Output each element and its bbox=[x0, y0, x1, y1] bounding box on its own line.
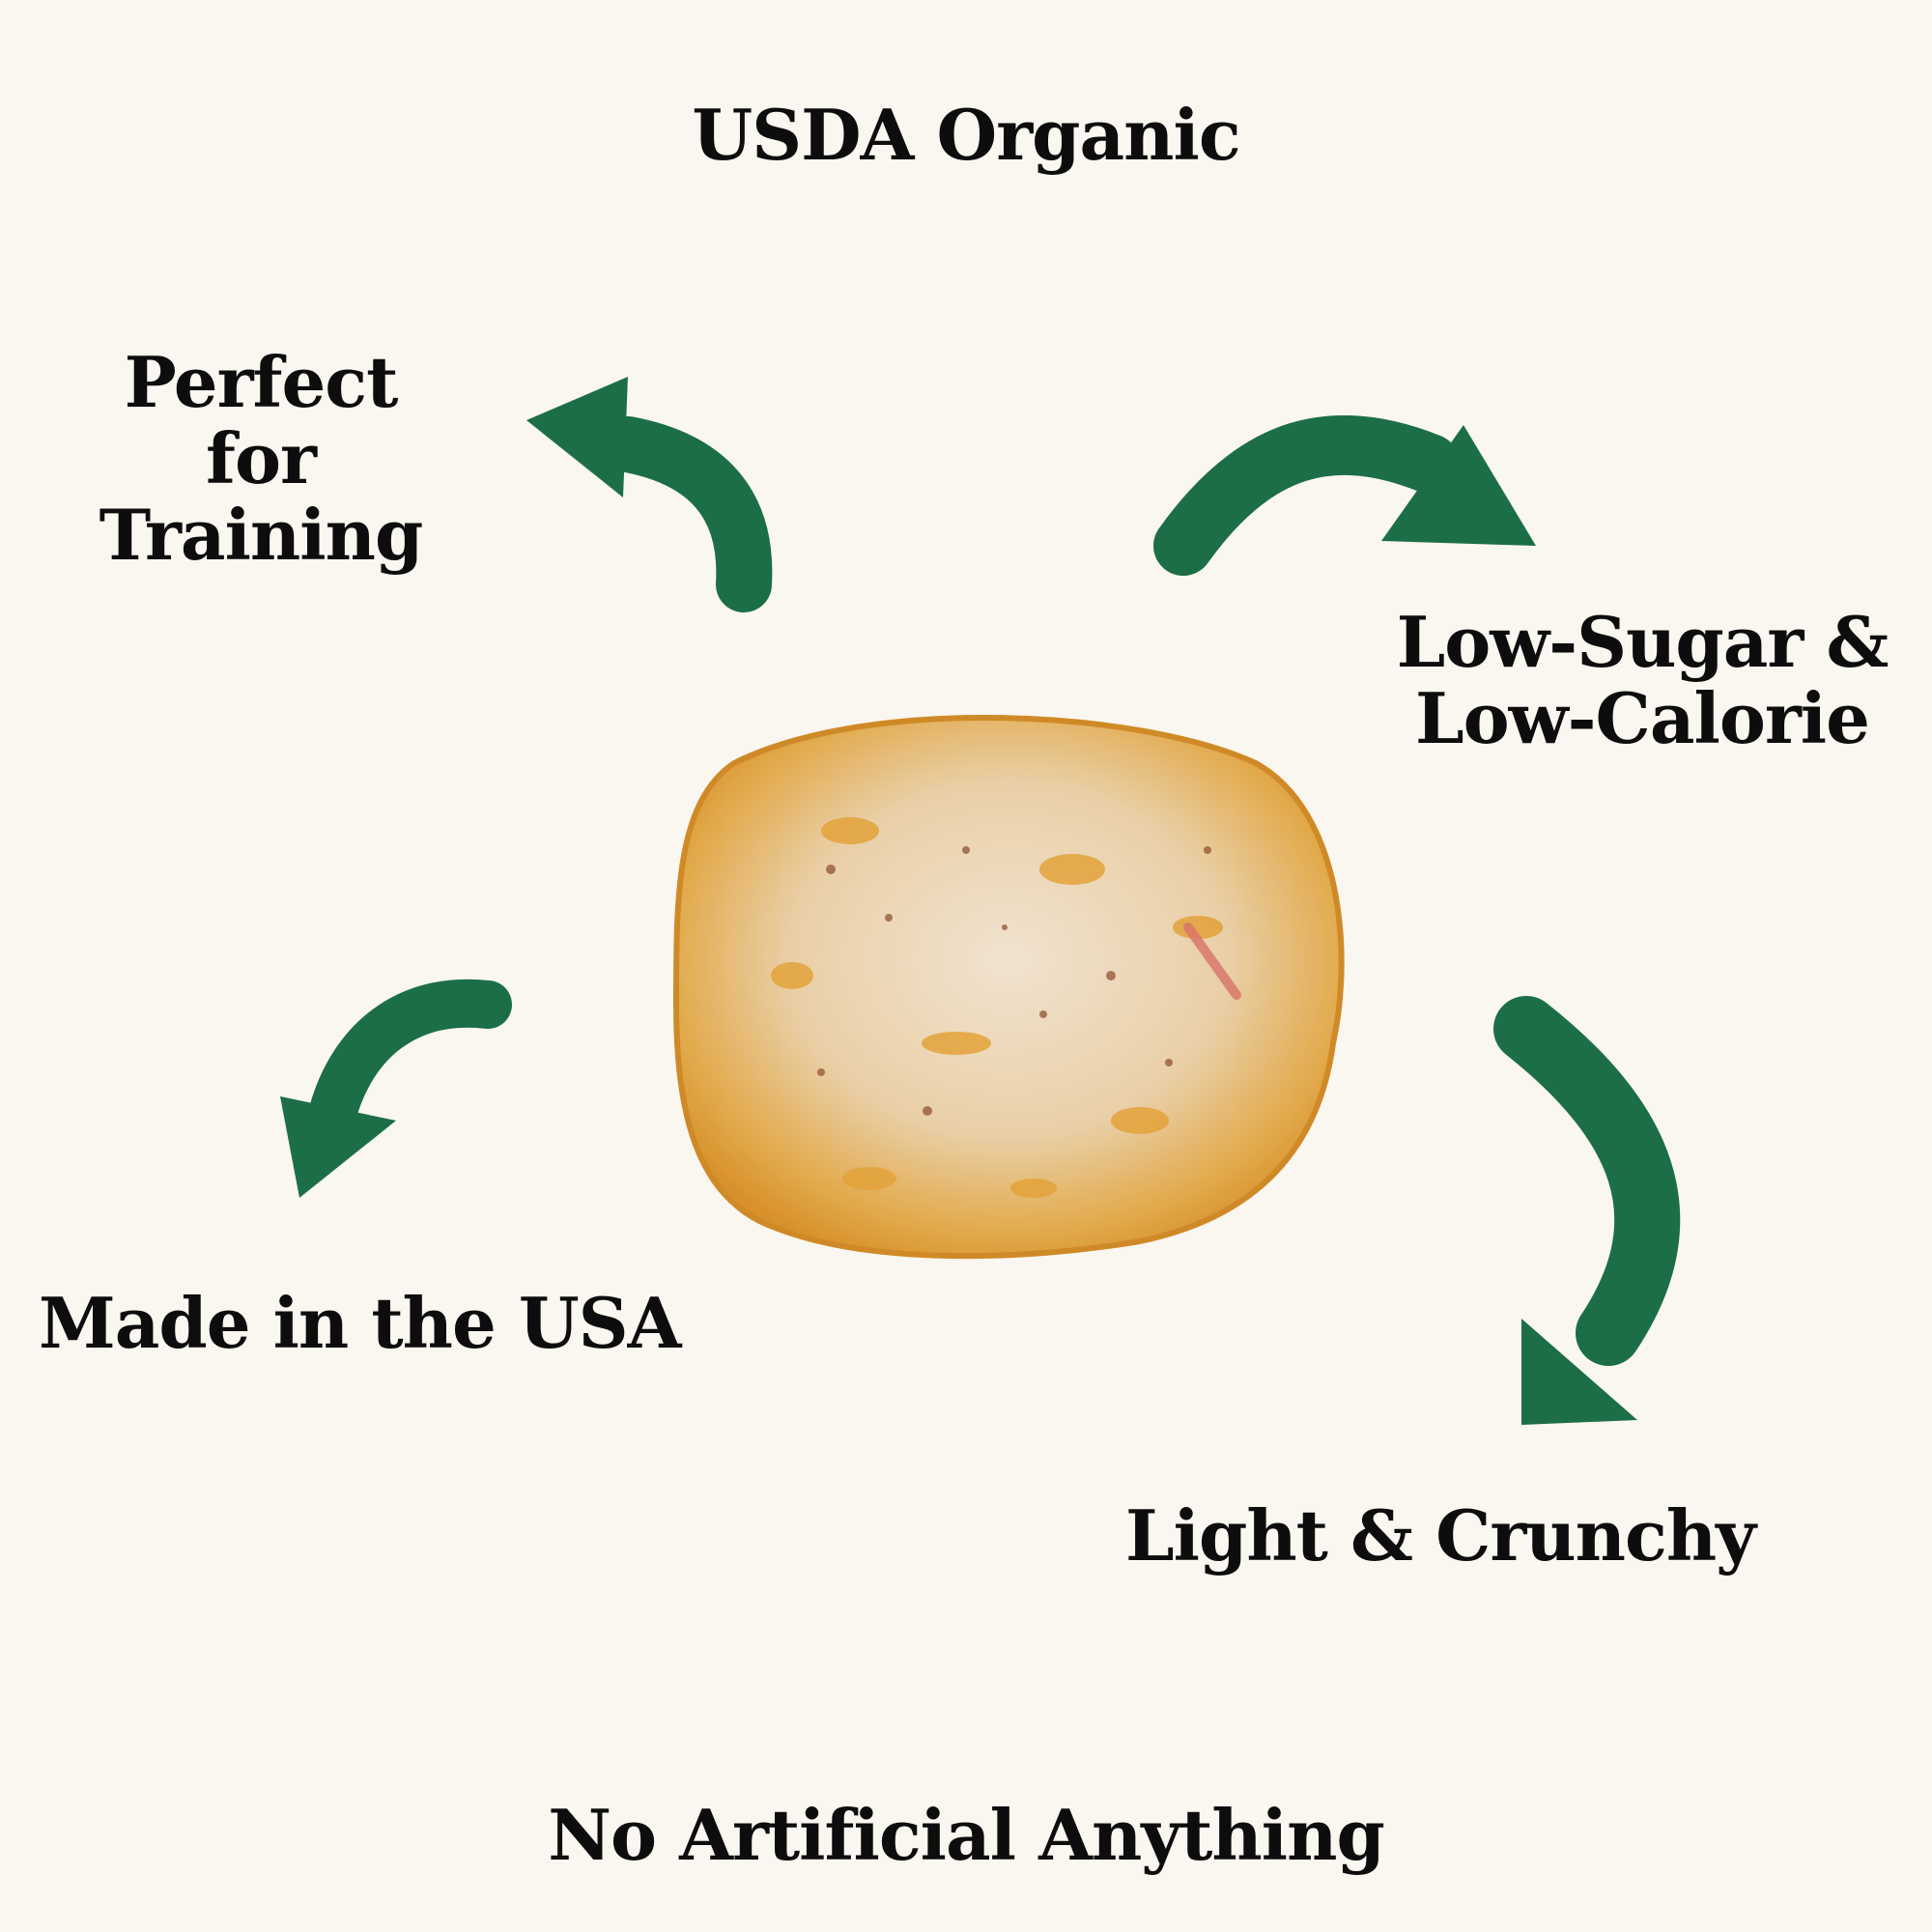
feature-light-crunchy: Light & Crunchy bbox=[1125, 1494, 1756, 1577]
feature-line: Low-Calorie bbox=[1415, 677, 1870, 760]
curved-arrow-icon bbox=[1153, 414, 1536, 576]
feature-made-in-usa: Made in the USA bbox=[39, 1282, 681, 1364]
feature-line: Training bbox=[99, 494, 424, 577]
feature-usda-organic: USDA Organic bbox=[692, 94, 1240, 176]
feature-line: Perfect for bbox=[124, 341, 399, 500]
feature-no-artificial: No Artificial Anything bbox=[548, 1794, 1385, 1876]
curved-arrow-icon bbox=[526, 377, 773, 612]
feature-low-sugar-low-calorie: Low-Sugar & Low-Calorie bbox=[1391, 601, 1893, 760]
curved-arrow-icon bbox=[1493, 996, 1681, 1425]
feature-line: Low-Sugar & bbox=[1396, 601, 1889, 683]
feature-perfect-for-training: Perfect for Training bbox=[58, 344, 464, 574]
curved-arrow-icon bbox=[280, 979, 512, 1198]
